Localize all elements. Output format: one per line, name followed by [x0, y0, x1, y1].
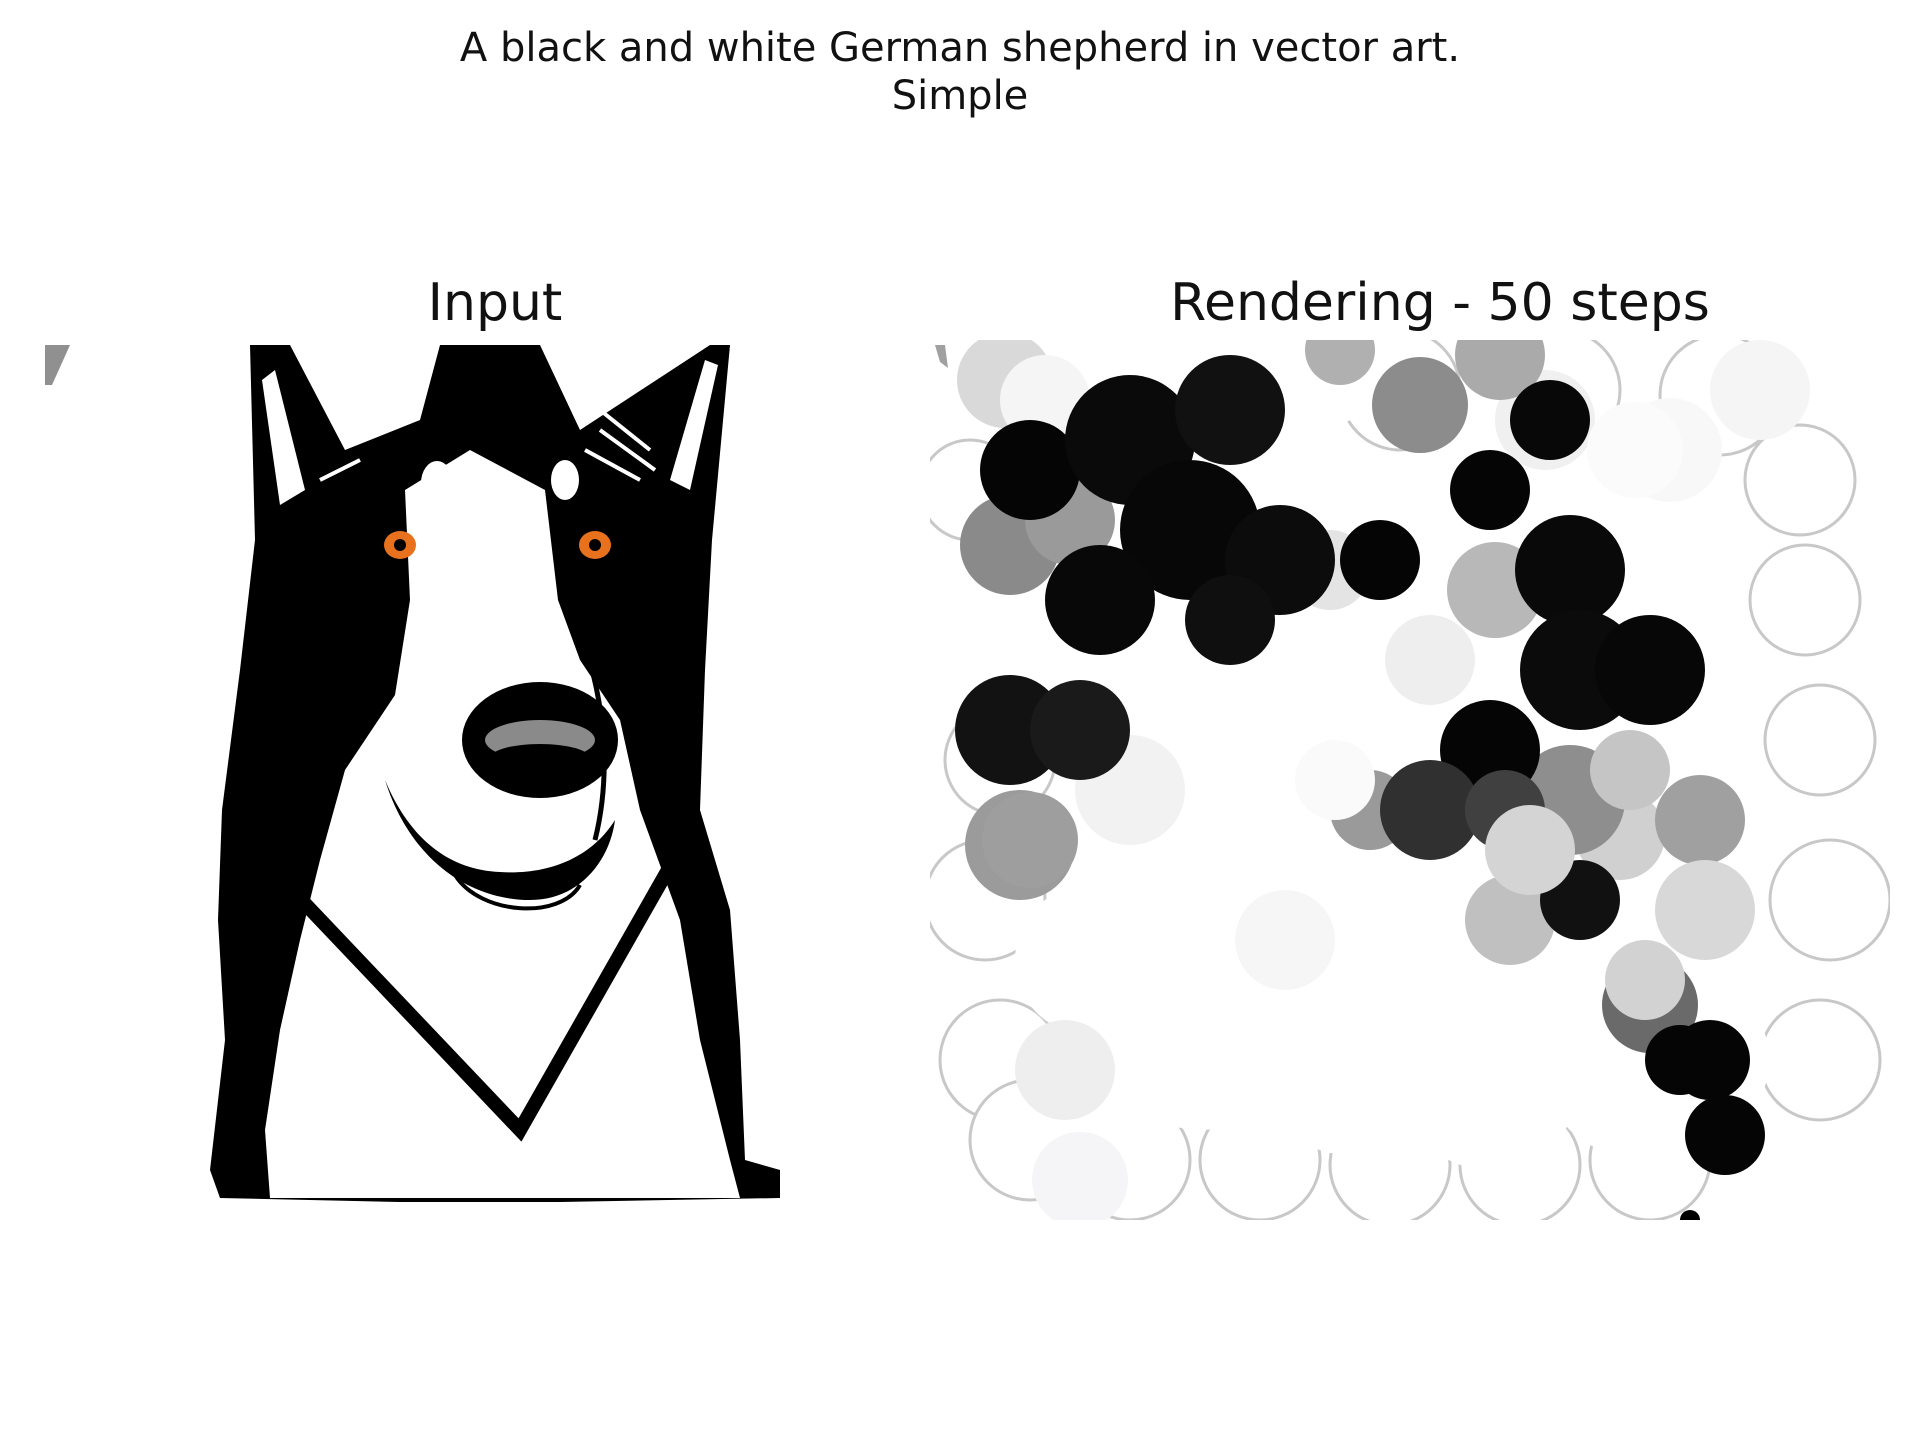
rendering-panel-title: Rendering - 50 steps — [1170, 273, 1710, 333]
left-brow-spot — [421, 461, 453, 505]
figure-title-line-2: Simple — [891, 73, 1029, 119]
left-ear-inner — [262, 370, 305, 505]
rendering-image — [930, 340, 1890, 1220]
right-ear-inner — [670, 360, 718, 490]
accent-blobs — [982, 402, 1683, 895]
dark-blobs — [955, 355, 1765, 1220]
figure-title-line-1: A black and white German shepherd in vec… — [459, 25, 1461, 71]
input-image — [45, 345, 948, 1202]
white-face — [265, 450, 740, 1198]
white-blobs — [1015, 680, 1770, 1180]
input-panel-title: Input — [427, 273, 563, 333]
light-grey-blobs — [957, 340, 1810, 1220]
fur-streak — [319, 408, 657, 482]
bandana — [286, 836, 692, 1142]
mouth — [385, 780, 615, 900]
right-brow-spot — [551, 460, 579, 500]
corner-artifact — [935, 345, 948, 368]
corner-artifact — [45, 345, 70, 385]
lip-outline — [453, 873, 582, 911]
